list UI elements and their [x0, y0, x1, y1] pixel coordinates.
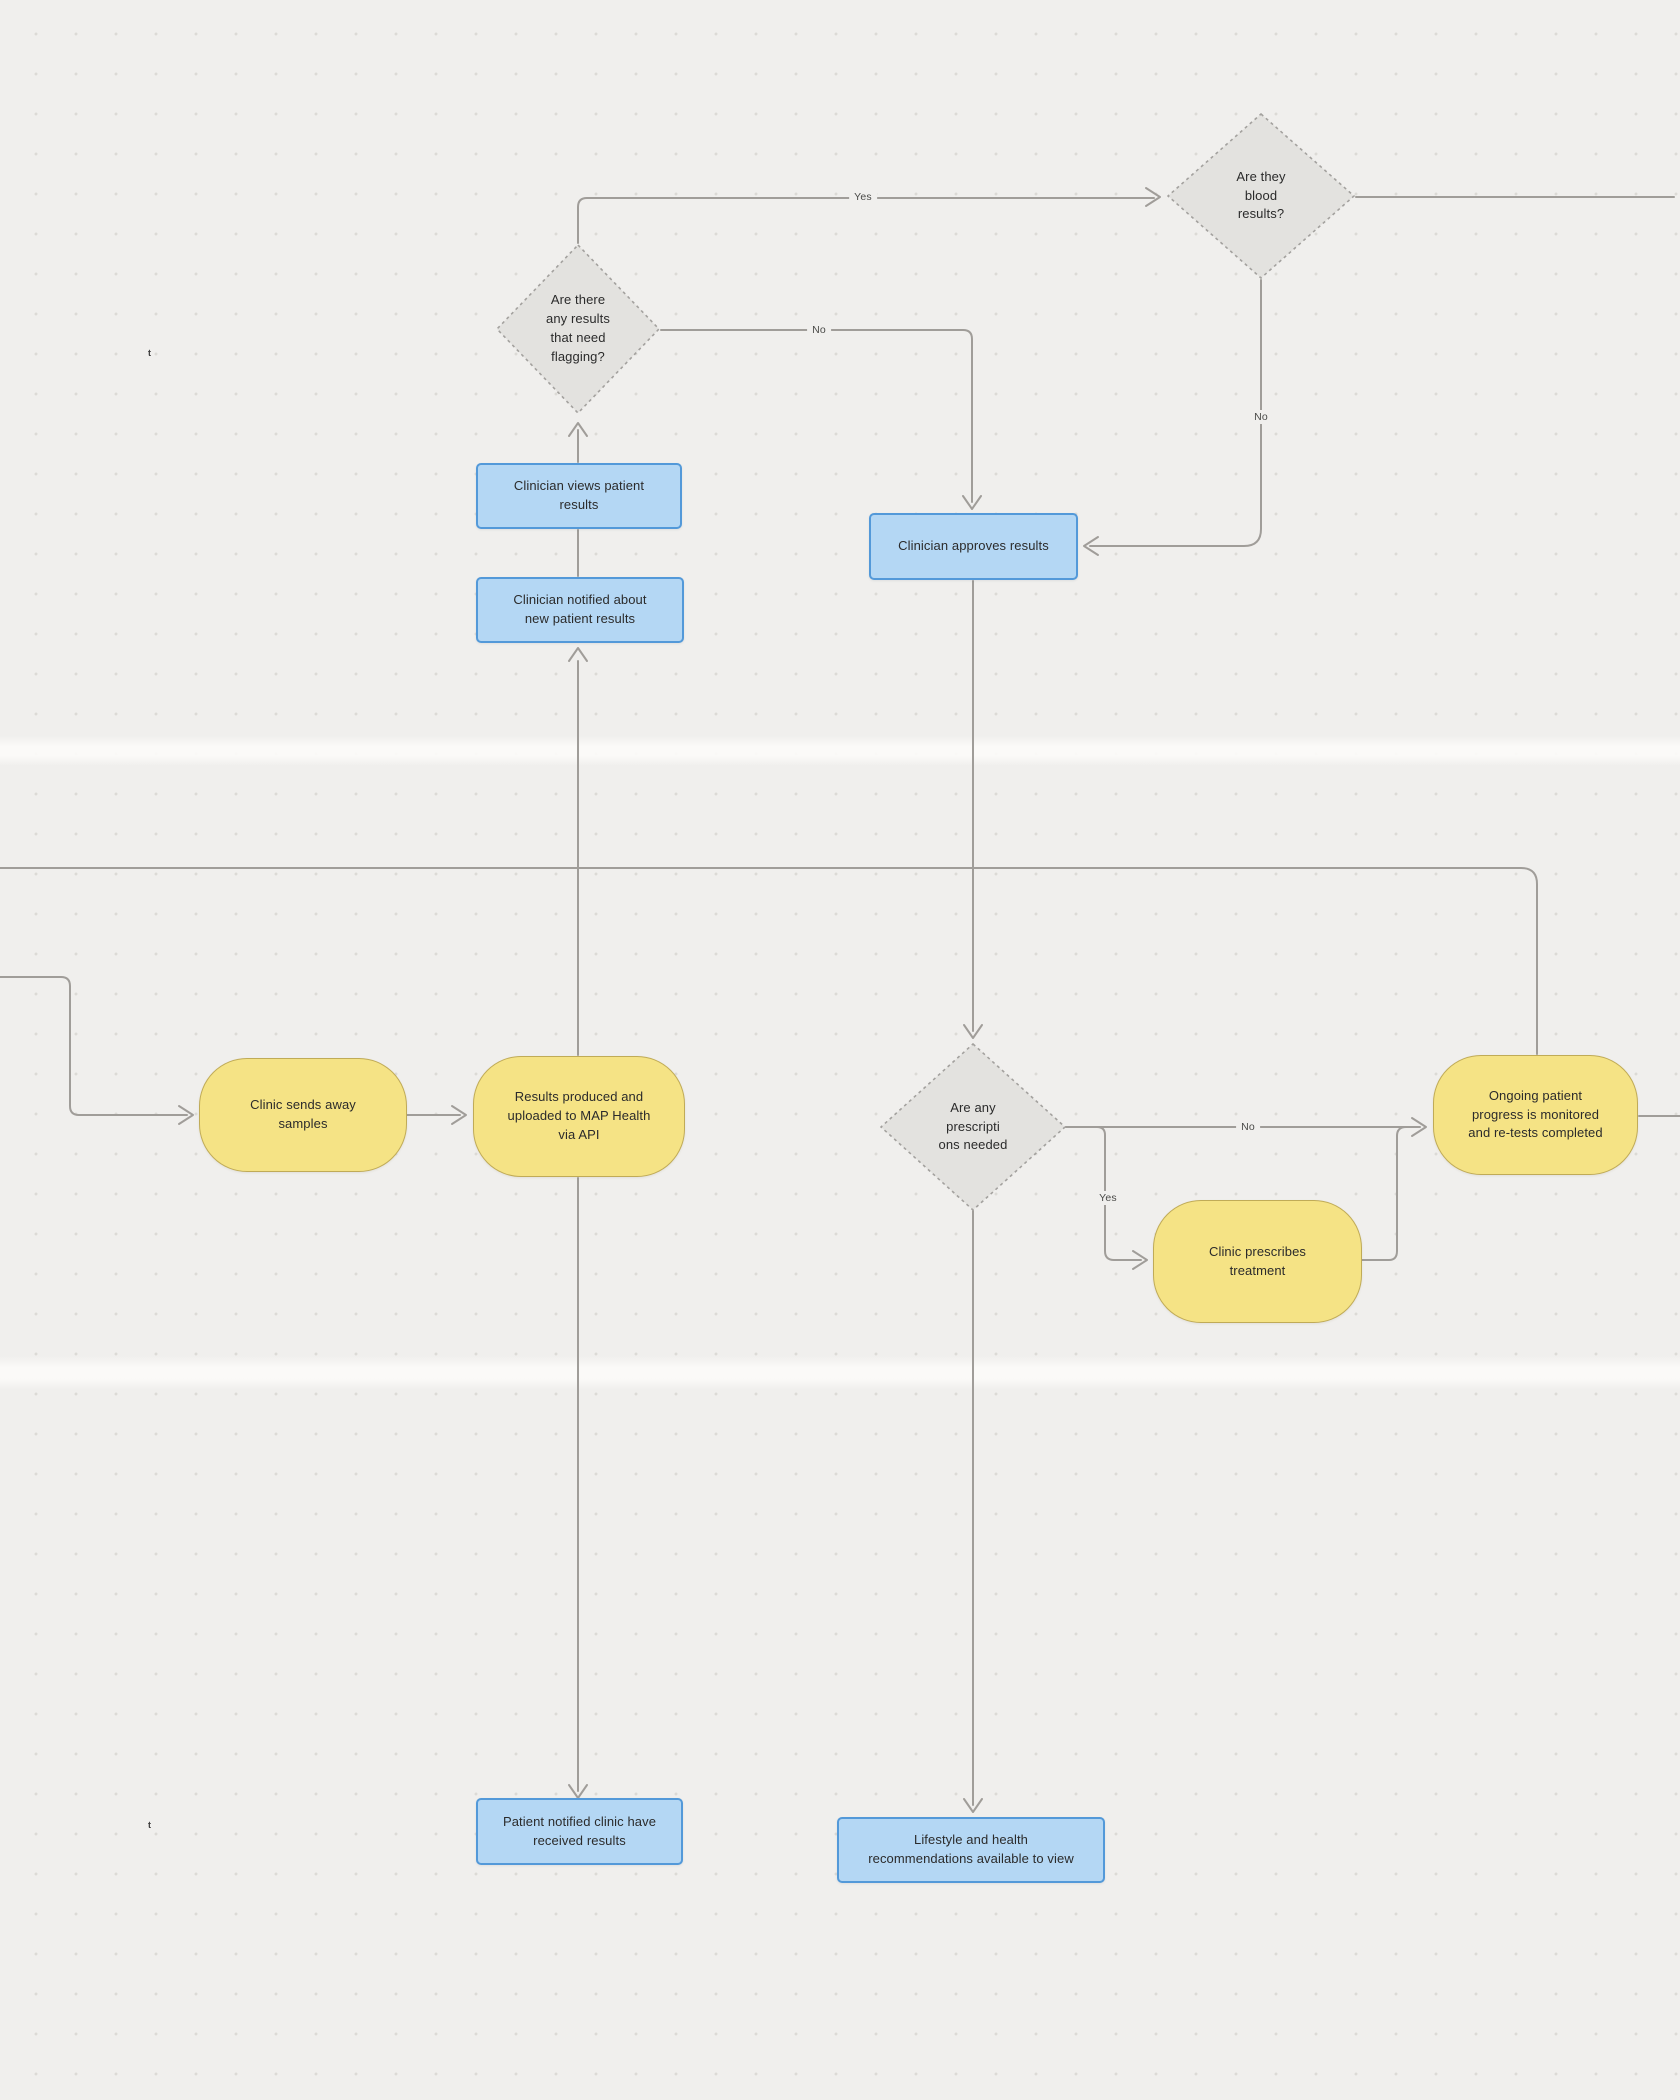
lane-separator-band — [0, 1356, 1680, 1390]
node-label: Clinic prescribes treatment — [1208, 1243, 1307, 1278]
node-label: Are there any results that need flagging… — [546, 292, 610, 364]
node-label: Results produced and uploaded to MAP Hea… — [507, 1089, 651, 1142]
diamond-icon — [496, 244, 660, 414]
node-label: Lifestyle and health recommendations ava… — [868, 1832, 1074, 1866]
decision-prescriptions-needed[interactable]: Are any prescripti ons needed — [880, 1043, 1066, 1211]
edge-label-no: No — [1249, 410, 1273, 424]
node-label: Clinician views patient results — [513, 478, 645, 512]
terminal-clinic-prescribes[interactable]: Clinic prescribes treatment — [1153, 1200, 1362, 1323]
node-label: Clinician approves results — [898, 538, 1049, 554]
diamond-icon — [1167, 113, 1355, 279]
edge-label-no: No — [1236, 1120, 1260, 1134]
decision-blood-results[interactable]: Are they blood results? — [1167, 113, 1355, 279]
edge-label-yes: Yes — [1094, 1191, 1122, 1205]
node-label: Are they blood results? — [1236, 168, 1286, 222]
process-lifestyle-recommendations[interactable]: Lifestyle and health recommendations ava… — [837, 1817, 1105, 1883]
node-label: Clinician notified about new patient res… — [513, 592, 647, 626]
stray-text: t — [148, 348, 151, 358]
process-clinician-notified[interactable]: Clinician notified about new patient res… — [476, 577, 684, 643]
process-clinician-approves[interactable]: Clinician approves results — [869, 513, 1078, 580]
node-label: Ongoing patient progress is monitored an… — [1468, 1087, 1603, 1141]
process-patient-notified[interactable]: Patient notified clinic have received re… — [476, 1798, 683, 1865]
terminal-results-produced[interactable]: Results produced and uploaded to MAP Hea… — [473, 1056, 685, 1177]
lane-separator-band — [0, 736, 1680, 766]
stray-text: t — [148, 1820, 151, 1830]
edge-label-no: No — [807, 323, 831, 337]
terminal-ongoing-progress[interactable]: Ongoing patient progress is monitored an… — [1433, 1055, 1638, 1175]
terminal-clinic-sends-samples[interactable]: Clinic sends away samples — [199, 1058, 407, 1172]
node-label: Clinic sends away samples — [250, 1097, 356, 1131]
node-label: Are any prescripti ons needed — [938, 1099, 1008, 1153]
node-label: Patient notified clinic have received re… — [502, 1813, 657, 1848]
edge-label-yes: Yes — [849, 190, 877, 204]
process-clinician-views[interactable]: Clinician views patient results — [476, 463, 682, 529]
decision-flagging[interactable]: Are there any results that need flagging… — [496, 244, 660, 414]
